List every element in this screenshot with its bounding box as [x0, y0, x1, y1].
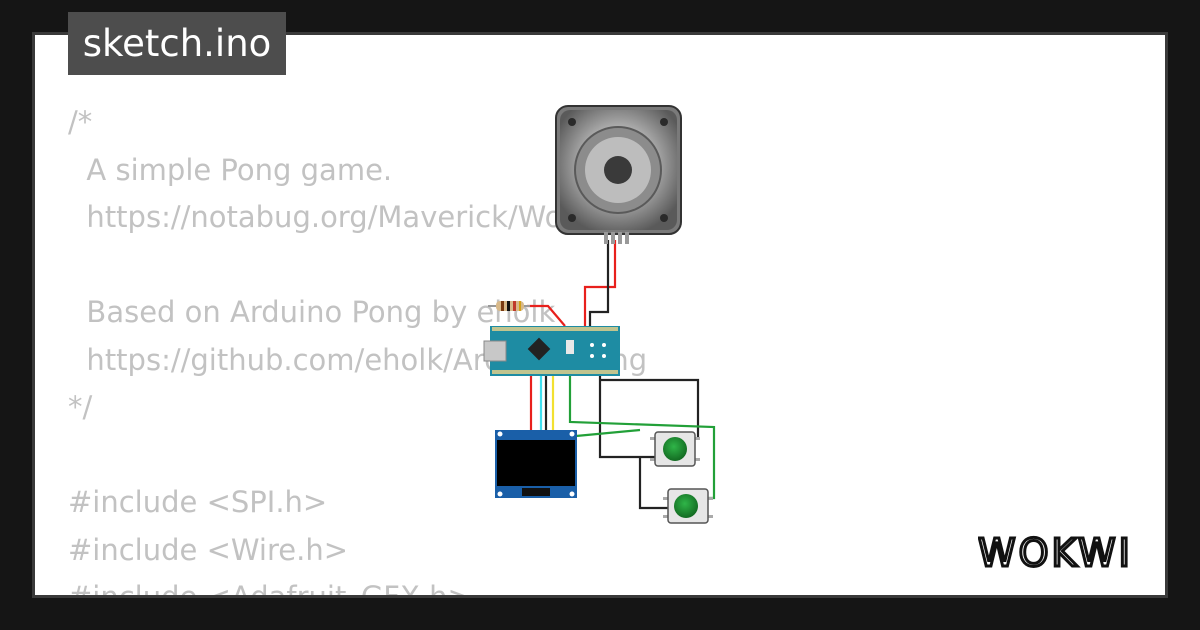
code-line: /*	[68, 105, 93, 139]
oled-display-icon[interactable]	[495, 430, 577, 498]
wire-red-motor	[583, 240, 617, 330]
pushbutton-icon[interactable]	[650, 431, 700, 467]
pushbutton-icon[interactable]	[663, 488, 713, 524]
stepper-motor-icon[interactable]	[555, 105, 682, 244]
resistor-icon[interactable]	[488, 301, 530, 311]
code-line: A simple Pong game.	[68, 152, 393, 187]
wokwi-logo-text: WOKWI	[978, 531, 1133, 575]
code-preview: /* A simple Pong game. https://notabug.o…	[68, 99, 682, 598]
arduino-nano-icon[interactable]	[483, 326, 620, 376]
wire-black-button2	[600, 378, 700, 437]
file-tab[interactable]: sketch.ino	[68, 12, 286, 75]
code-line: Based on Arduino Pong by eholk	[68, 295, 556, 329]
wire-black-button3	[638, 457, 668, 510]
wire-resistor	[527, 304, 566, 327]
wire-black-motor	[588, 240, 610, 330]
code-line: */	[68, 390, 93, 424]
code-line: #include <SPI.h>	[68, 485, 328, 519]
wokwi-logo-icon: WOKWI	[978, 530, 1133, 577]
code-line: #include <Adafruit_GFX.h>	[68, 580, 472, 598]
wire-black-button1	[598, 375, 655, 459]
code-line: #include <Wire.h>	[68, 532, 349, 567]
wire-green-oled	[575, 428, 641, 438]
